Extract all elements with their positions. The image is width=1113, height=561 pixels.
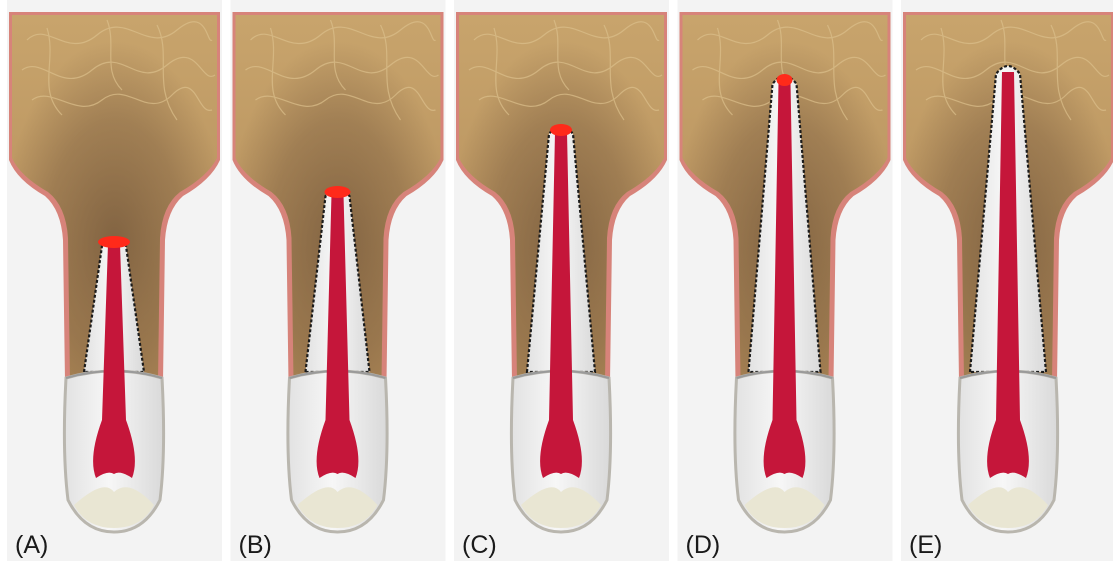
- panel-c: (C): [454, 0, 669, 561]
- panel-label: (C): [462, 531, 497, 559]
- apex-growth-tip: [325, 186, 351, 198]
- panel-d: (D): [678, 0, 893, 561]
- apex-growth-tip: [777, 74, 793, 86]
- panel-label: (D): [686, 531, 721, 559]
- panel-e: (E): [901, 0, 1113, 561]
- panel-label: (B): [239, 531, 272, 559]
- panel-label: (E): [909, 531, 942, 559]
- panel-a: (A): [7, 0, 222, 561]
- panel-label: (A): [15, 531, 48, 559]
- apex-growth-tip: [550, 124, 572, 136]
- apex-growth-tip: [98, 236, 130, 248]
- panel-b: (B): [231, 0, 446, 561]
